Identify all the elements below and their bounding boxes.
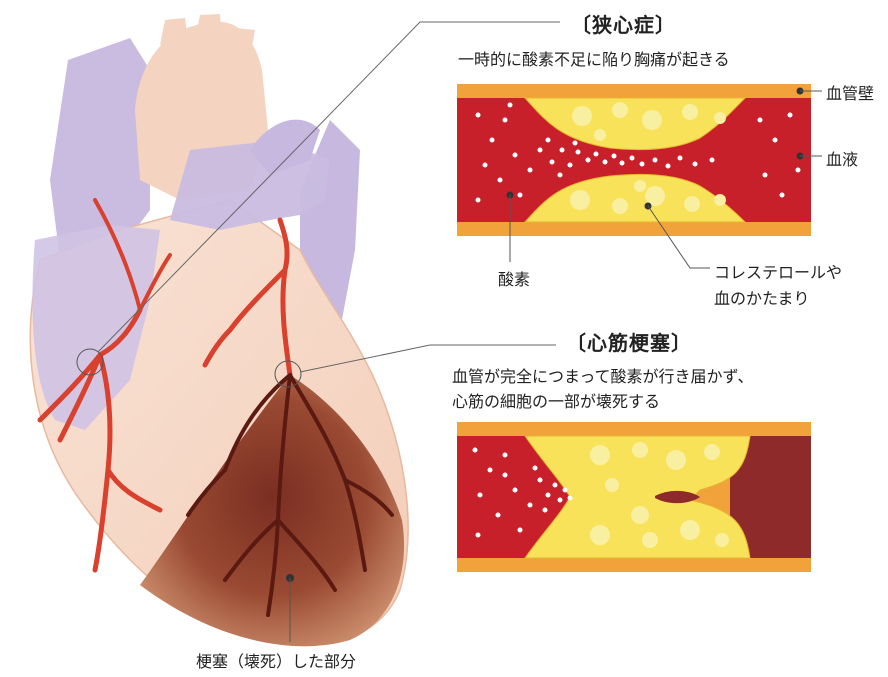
infarction-description-line2: 心筋の細胞の一部が壊死する xyxy=(452,388,660,412)
vessel-wall-label: 血管壁 xyxy=(826,80,874,104)
infarct-area-label: 梗塞（壊死）した部分 xyxy=(196,648,356,672)
blood-label: 血液 xyxy=(826,146,858,170)
oxygen-label: 酸素 xyxy=(498,266,530,290)
infarction-description-line1: 血管が完全につまって酸素が行き届かず、 xyxy=(452,363,753,387)
narrowed-artery-cross-section xyxy=(457,84,822,268)
heart-illustration xyxy=(30,14,408,646)
plaque-label-line2: 血のかたまり xyxy=(714,285,810,309)
angina-heading: 〔狭心症〕 xyxy=(571,9,676,38)
blocked-artery-cross-section xyxy=(457,422,811,572)
infarction-heading: 〔心筋梗塞〕 xyxy=(566,327,692,356)
angina-description: 一時的に酸素不足に陥り胸痛が起きる xyxy=(458,46,730,70)
plaque-label-line1: コレステロールや xyxy=(714,259,842,283)
